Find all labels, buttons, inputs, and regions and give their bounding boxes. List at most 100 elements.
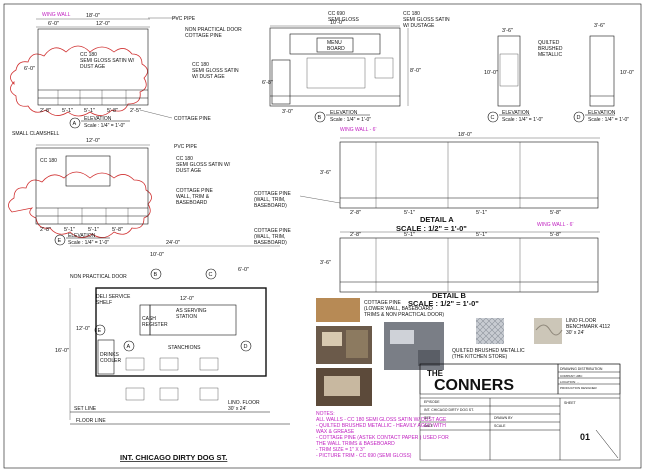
elevation-a-caption: ELEVATION (84, 116, 112, 122)
swatch-lino (534, 318, 562, 344)
elevation-c-dim-top: 3'-6" (502, 28, 513, 34)
elevation-d-dim-top: 3'-6" (594, 23, 605, 29)
detail-a-title: DETAIL A (420, 215, 454, 224)
elevation-c-marker (487, 111, 499, 123)
plan-table-2 (159, 357, 179, 371)
title-block-scale: SCALE (494, 424, 506, 428)
elevation-a-marker-letter: A (73, 121, 77, 127)
detail-a-note: COTTAGE PINE(WALL, TRIM,BASEBOARD) (254, 191, 292, 209)
elevation-b-caption: ELEVATION (330, 110, 358, 116)
elevation-b-picture-trim (289, 33, 381, 55)
elevation-b-scale: Scale : 1/4" = 1'-0" (330, 117, 371, 123)
elevation-e-window (65, 155, 111, 187)
plan-table-3 (199, 357, 219, 371)
elevation-c-marker-letter: C (491, 115, 495, 121)
swatch-quilted-label: QUILTED BRUSHED METALLIC(THE KITCHEN STO… (452, 348, 525, 360)
notes-line-5: THE WALL TRIMS & BASEBOARD (316, 441, 395, 447)
plan-dim-16: 16'-0" (55, 348, 69, 354)
plan-table-4 (125, 387, 145, 401)
detail-b-dim-3: 5'-1" (476, 232, 487, 238)
elevation-b-side-panel (374, 57, 394, 79)
elevation-b-marker (314, 111, 326, 123)
sheet-border (3, 3, 642, 469)
plan-walls (95, 287, 267, 377)
elevation-a-wall (37, 28, 149, 106)
title-block-logo: CONNERS (434, 377, 514, 394)
detail-a-scale: SCALE : 1/2" = 1'-0" (396, 224, 467, 233)
title-block-sheet: SHEET (564, 401, 577, 405)
detail-a-dim-2: 5'-1" (404, 210, 415, 216)
elevation-a: WING WALL 18'-0" 6'-0" 12'-0" 2'-8" 5'-1… (10, 12, 212, 129)
elevation-b-dim-height: 8'-0" (410, 68, 421, 74)
plan-table-6 (199, 387, 219, 401)
detail-a-wing-wall: WING WALL - 6' (340, 127, 376, 133)
detail-b-dim-2: 5'-1" (404, 232, 415, 238)
elevation-c-scale: Scale : 1/4" = 1'-0" (502, 117, 543, 123)
elevation-e-note-pvc: PVC PIPE (174, 144, 198, 150)
plan-dim-10: 10'-0" (150, 252, 164, 258)
elevation-e-dim-4: 5'-8" (112, 227, 123, 233)
detail-b-dim-4: 5'-8" (550, 232, 561, 238)
detail-a-dim-3: 5'-1" (476, 210, 487, 216)
detail-a-height-dim: 3'-6" (320, 170, 331, 176)
detail-a-wall (339, 141, 599, 209)
elevation-e-scale: Scale : 1/4" = 1'-0" (68, 240, 109, 246)
elevation-a-dim-4: 5'-8" (107, 108, 118, 114)
elevation-a-dim-5: 2'-5" (130, 108, 141, 114)
elevation-e-marker (54, 234, 66, 246)
elevation-a-dim-top-2: 12'-0" (96, 21, 110, 27)
elevation-d: 3'-6" 10'-0" D ELEVATION Scale : 1/4" = … (573, 23, 634, 123)
plan-label-door: NON PRACTICAL DOOR (70, 274, 127, 280)
plan-marker-b-letter: B (154, 272, 158, 278)
plan-label-floor-line: FLOOR LINE (76, 418, 106, 424)
elevation-a-dim-3: 5'-1" (84, 108, 95, 114)
notes-line-6: - TRIM SIZE = 1" X 3" (316, 447, 365, 453)
title-block: THE CONNERS DRAWING DISTRIBUTION COMPANY… (419, 363, 621, 461)
detail-b-title: DETAIL B (432, 291, 466, 300)
elevation-a-overall-dim: 18'-0" (86, 13, 100, 19)
elevation-a-dim-top-1: 6'-0" (48, 21, 59, 27)
plan-marker-a-letter: A (127, 344, 131, 350)
title-block-project: INT. CHICAGO DIRTY DOG ST. (424, 408, 474, 412)
plan-dim-12-left: 12'-0" (76, 326, 90, 332)
plan-marker-e-letter: E (98, 328, 102, 334)
elevation-b-wall (269, 27, 401, 107)
elevation-e-note-clamshell: SMALL CLAMSHELL (12, 131, 60, 137)
elevation-e-marker-letter: E (58, 238, 62, 244)
elevation-e-dim-3: 5'-1" (88, 227, 99, 233)
plan-cash-register (139, 304, 151, 336)
swatch-quilted-metallic (476, 318, 504, 344)
plan-marker-a (123, 340, 135, 352)
elevation-d-caption: ELEVATION (588, 110, 616, 116)
elevation-d-wall (589, 35, 615, 107)
detail-b-scale: SCALE : 1/2" = 1'-0" (408, 299, 479, 308)
detail-b-wall (339, 237, 599, 293)
detail-a-overall-dim: 18'-0" (458, 132, 472, 138)
plan-dim-6: 6'-0" (238, 267, 249, 273)
title-block-date: DATE (424, 424, 434, 428)
plan-label-set-line: SET LINE (74, 406, 97, 412)
title-block-header: DRAWING DISTRIBUTION (560, 367, 603, 371)
elevation-a-wing-wall: WING WALL (42, 12, 71, 18)
elevation-a-marker (69, 117, 81, 129)
swatch-cottage-pine (316, 298, 360, 322)
elevation-a-revision-cloud (10, 45, 148, 117)
elevation-b-dim-door-w: 3'-0" (282, 109, 293, 115)
elevation-b-menu-board (316, 37, 354, 53)
floor-plan: 24'-0" 10'-0" 6'-0" NON PRACTICAL DOOR B… (55, 240, 290, 462)
detail-b-wing-wall: WING WALL - 6' (537, 222, 573, 228)
elevation-b-marker-letter: B (318, 115, 322, 121)
plan-marker-d (240, 340, 252, 352)
